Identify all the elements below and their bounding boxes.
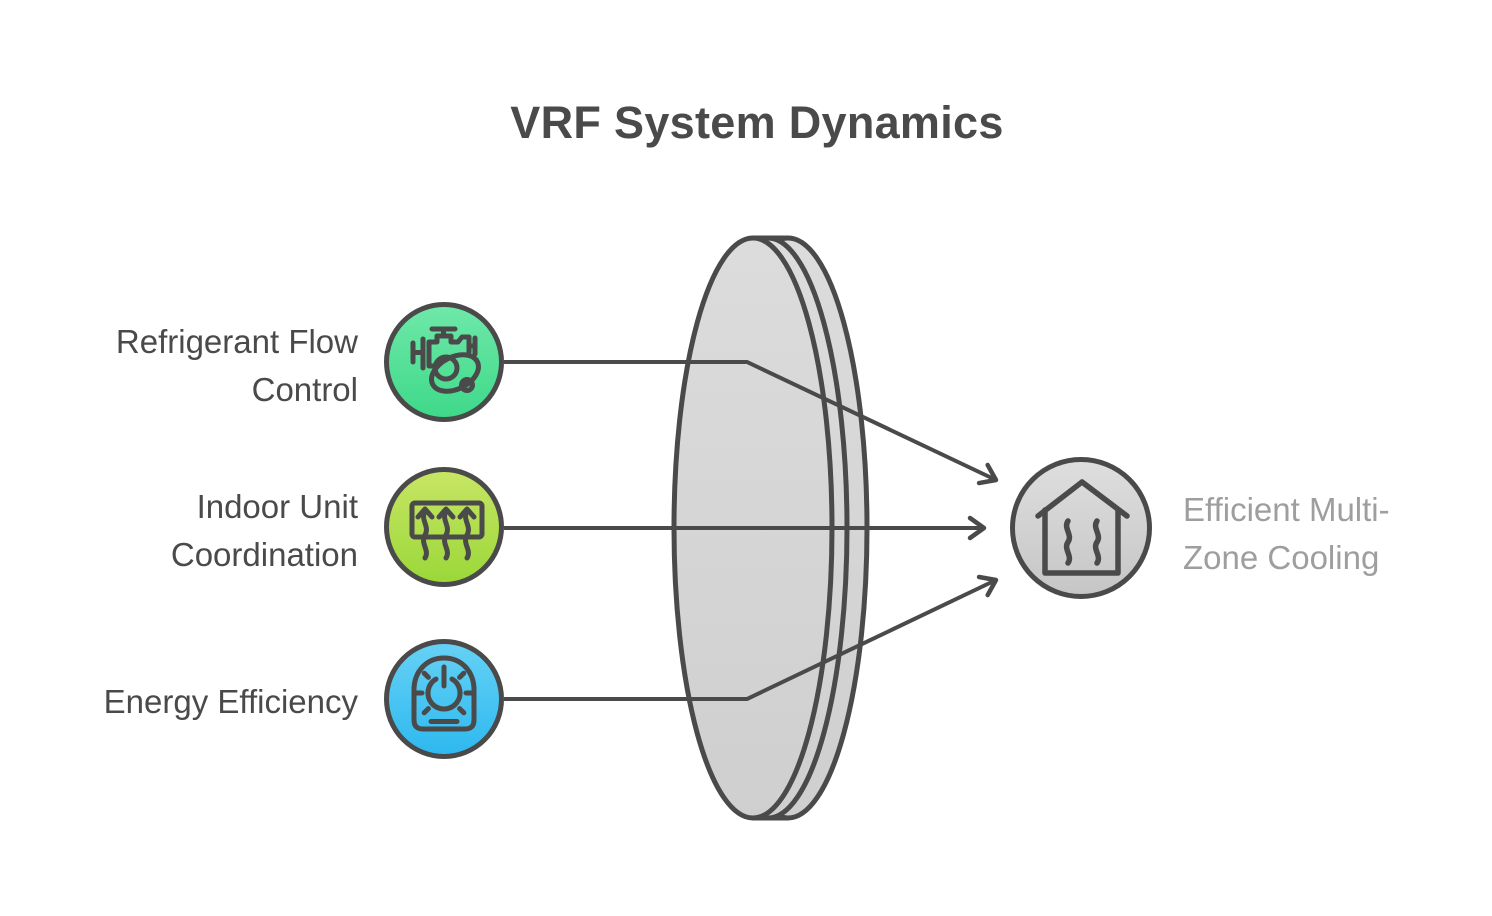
indoor-unit-airflow-icon [409,500,485,561]
page-title: VRF System Dynamics [510,97,1004,148]
connector-top [504,360,999,486]
refrigerant-flow-badge [384,302,504,422]
input-label-refrigerant-flow-control: Refrigerant Flow Control [116,318,358,414]
label-line: Energy Efficiency [103,683,358,720]
energy-efficiency-badge [384,639,504,759]
output-label-efficient-multi-zone-cooling: Efficient Multi- Zone Cooling [1183,486,1390,582]
label-line: Control [251,371,358,408]
house-heatwaves-icon [1035,479,1130,576]
input-label-indoor-unit-coordination: Indoor Unit Coordination [171,483,358,579]
label-line: Indoor Unit [196,488,358,525]
input-label-energy-efficiency: Energy Efficiency [104,678,358,726]
indoor-unit-badge [384,467,504,587]
engine-valve-icon [410,326,481,394]
label-line: Refrigerant Flow [115,323,358,360]
energy-dial-icon [411,655,477,732]
connector-bottom [504,574,999,701]
label-line: Zone Cooling [1183,539,1380,576]
label-line: Efficient Multi- [1183,491,1390,528]
multi-zone-cooling-badge [1010,457,1152,599]
connector-lines [504,360,999,701]
lens-rim [750,235,791,821]
label-line: Coordination [170,536,358,573]
